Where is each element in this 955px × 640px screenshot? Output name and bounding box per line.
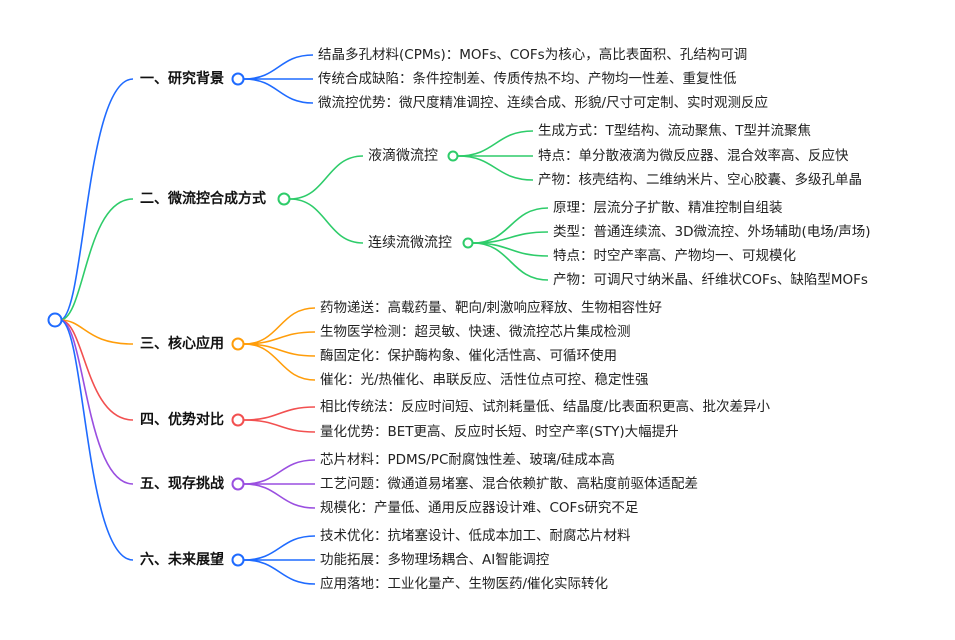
root-connector [59, 319, 134, 485]
branch-connector [243, 483, 316, 509]
branch-title[interactable]: 一、研究背景 [140, 71, 224, 87]
branch-title[interactable]: 五、现存挑战 [140, 476, 224, 492]
branch-collapse-toggle[interactable] [231, 413, 245, 427]
leaf-topic[interactable]: 特点：单分散液滴为微反应器、混合效率高、反应快 [538, 148, 849, 164]
root-connector [59, 78, 134, 321]
branch-title[interactable]: 三、核心应用 [140, 336, 224, 352]
leaf-topic[interactable]: 类型：普通连续流、3D微流控、外场辅助(电场/声场) [553, 224, 871, 240]
leaf-topic[interactable]: 药物递送：高载药量、靶向/刺激响应释放、生物相容性好 [320, 300, 663, 316]
leaf-topic[interactable]: 原理：层流分子扩散、精准控制自组装 [553, 200, 783, 216]
branch-collapse-toggle[interactable] [231, 337, 245, 351]
leaf-topic[interactable]: 生成方式：T型结构、流动聚焦、T型并流聚焦 [538, 123, 811, 139]
leaf-topic[interactable]: 相比传统法：反应时间短、试剂耗量低、结晶度/比表面积更高、批次差异小 [320, 399, 771, 415]
branch-connector [243, 78, 314, 104]
leaf-topic[interactable]: 催化：光/热催化、串联反应、活性位点可控、稳定性强 [320, 372, 649, 388]
leaf-topic[interactable]: 规模化：产量低、通用反应器设计难、COFs研究不足 [320, 500, 639, 516]
leaf-topic[interactable]: 微流控优势：微尺度精准调控、连续合成、形貌/尺寸可定制、实时观测反应 [318, 95, 769, 111]
branch-connector [243, 559, 316, 585]
branch-collapse-toggle[interactable] [277, 192, 291, 206]
leaf-topic[interactable]: 特点：时空产率高、产物均一、可规模化 [553, 248, 796, 264]
branch-title[interactable]: 四、优势对比 [140, 412, 224, 428]
branch-connector [289, 155, 364, 200]
leaf-topic[interactable]: 功能拓展：多物理场耦合、AI智能调控 [320, 552, 550, 568]
branch-title[interactable]: 六、未来展望 [140, 552, 224, 568]
root-connector [59, 319, 134, 345]
leaf-topic[interactable]: 技术优化：抗堵塞设计、低成本加工、耐腐芯片材料 [320, 528, 631, 544]
subtopic-collapse-toggle[interactable] [447, 150, 459, 162]
leaf-topic[interactable]: 生物医学检测：超灵敏、快速、微流控芯片集成检测 [320, 324, 631, 340]
leaf-topic[interactable]: 传统合成缺陷：条件控制差、传质传热不均、产物均一性差、重复性低 [318, 71, 737, 87]
leaf-connector [457, 155, 534, 181]
root-connector [59, 319, 134, 421]
branch-connector [243, 343, 316, 381]
leaf-topic[interactable]: 量化优势：BET更高、反应时长短、时空产率(STY)大幅提升 [320, 424, 679, 440]
leaf-topic[interactable]: 产物：核壳结构、二维纳米片、空心胶囊、多级孔单晶 [538, 172, 862, 188]
leaf-connector [472, 242, 549, 281]
branch-connector [243, 406, 316, 421]
subtopic-title[interactable]: 连续流微流控 [368, 235, 452, 251]
branch-connector [243, 307, 316, 345]
root-connector [59, 319, 134, 561]
leaf-topic[interactable]: 结晶多孔材料(CPMs)：MOFs、COFs为核心，高比表面积、孔结构可调 [318, 47, 748, 63]
branch-connector [243, 459, 316, 485]
leaf-topic[interactable]: 应用落地：工业化量产、生物医药/催化实际转化 [320, 576, 609, 592]
subtopic-collapse-toggle[interactable] [462, 237, 474, 249]
subtopic-title[interactable]: 液滴微流控 [368, 148, 438, 164]
branch-collapse-toggle[interactable] [231, 553, 245, 567]
leaf-connector [472, 207, 549, 244]
branch-connector [243, 54, 314, 80]
branch-connector [243, 419, 316, 433]
leaf-topic[interactable]: 工艺问题：微通道易堵塞、混合依赖扩散、高粘度前驱体适配差 [320, 476, 698, 492]
branch-title[interactable]: 二、微流控合成方式 [140, 191, 266, 207]
root-connector [59, 198, 134, 321]
branch-collapse-toggle[interactable] [231, 72, 245, 86]
branch-connector [243, 535, 316, 561]
leaf-topic[interactable]: 酶固定化：保护酶构象、催化活性高、可循环使用 [320, 348, 617, 364]
root-node[interactable] [47, 312, 63, 328]
leaf-topic[interactable]: 产物：可调尺寸纳米晶、纤维状COFs、缺陷型MOFs [553, 272, 868, 288]
leaf-connector [457, 130, 534, 157]
branch-collapse-toggle[interactable] [231, 477, 245, 491]
branch-connector [289, 198, 364, 244]
leaf-topic[interactable]: 芯片材料：PDMS/PC耐腐蚀性差、玻璃/硅成本高 [320, 452, 615, 468]
